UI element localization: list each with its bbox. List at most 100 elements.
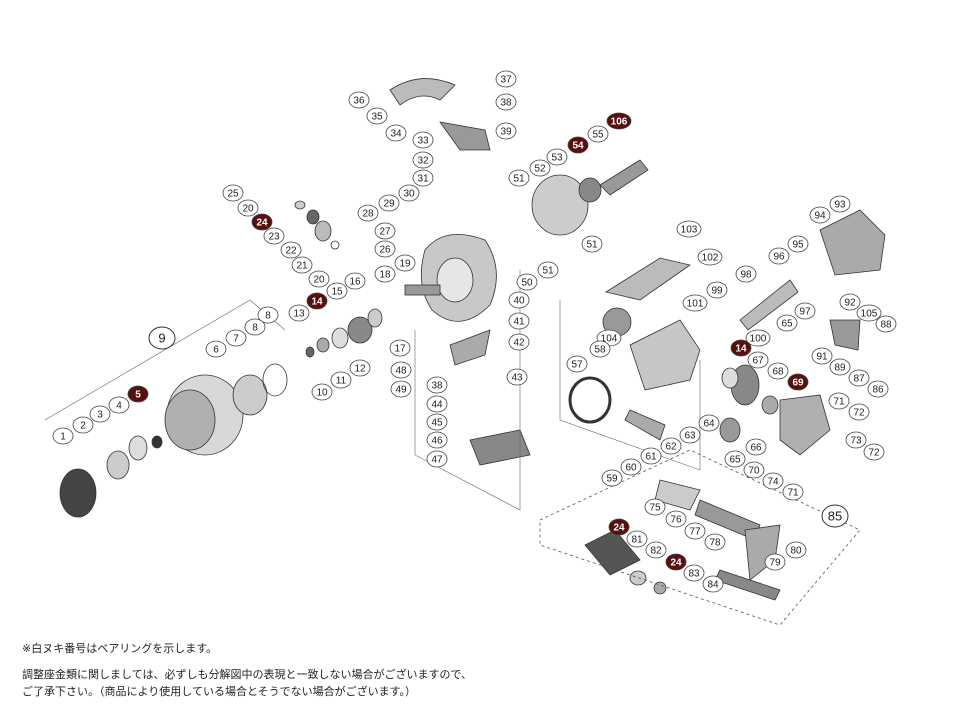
parts-drawing	[59, 78, 886, 601]
label-number: 68	[772, 367, 784, 378]
label-number: 51	[586, 240, 598, 251]
label-bubble	[222, 184, 244, 202]
label-number: 76	[670, 515, 682, 526]
label-number: 78	[709, 538, 721, 549]
drag-knob	[59, 468, 97, 518]
part-label: 36	[348, 91, 370, 109]
label-bubble	[205, 340, 227, 358]
label-bubble	[644, 498, 666, 516]
label-number: 100	[750, 334, 767, 345]
label-bubble	[676, 220, 702, 238]
label-bubble	[829, 195, 851, 213]
part-label: 2	[72, 416, 94, 434]
part-label: 51	[508, 169, 530, 187]
label-bubble	[785, 541, 807, 559]
part-label: 51	[581, 235, 603, 253]
label-bubble	[665, 553, 687, 571]
label-bubble	[508, 312, 530, 330]
label-bubble	[426, 450, 448, 468]
part-label: 28	[357, 204, 379, 222]
label-bubble	[280, 241, 302, 259]
label-number: 4	[116, 401, 122, 412]
label-number: 39	[500, 127, 512, 138]
label-bubble	[244, 318, 266, 336]
bail-arm	[389, 78, 456, 106]
label-bubble	[829, 358, 851, 376]
bearing-part-label: 5	[127, 385, 149, 403]
label-number: 80	[790, 546, 802, 557]
label-number: 94	[814, 211, 826, 222]
part-label: 26	[374, 240, 396, 258]
part-label: 51	[537, 261, 559, 279]
shim-note-line2: ご了承下さい。（商品により使用している場合とそうでない場合がございます。）	[22, 685, 417, 698]
label-bubble	[706, 281, 728, 299]
part-label: 68	[767, 362, 789, 380]
label-number: 43	[511, 373, 523, 384]
handle	[654, 479, 701, 511]
label-bubble	[767, 362, 789, 380]
label-number: 95	[792, 240, 804, 251]
part-label: 71	[782, 483, 804, 501]
part-label: 41	[508, 312, 530, 330]
reel-body	[629, 319, 701, 391]
part-label: 75	[644, 498, 666, 516]
label-number: 69	[792, 378, 804, 389]
part-label: 80	[785, 541, 807, 559]
label-number: 15	[331, 287, 343, 298]
label-number: 31	[417, 174, 429, 185]
part-label: 3	[89, 405, 111, 423]
label-bubble	[398, 184, 420, 202]
label-number: 42	[513, 338, 525, 349]
part-label: 22	[280, 241, 302, 259]
assembly-number: 85	[828, 509, 842, 524]
part-label: 34	[385, 124, 407, 142]
label-number: 8	[265, 311, 271, 322]
part-label: 67	[747, 351, 769, 369]
assembly-bubble	[148, 326, 176, 350]
label-number: 92	[844, 298, 856, 309]
part-label: 33	[412, 131, 434, 149]
label-bubble	[665, 510, 687, 528]
part-label: 96	[768, 247, 790, 265]
label-number: 91	[816, 352, 828, 363]
label-bubble	[288, 304, 310, 322]
part-label: 58	[589, 340, 611, 358]
label-number: 25	[227, 189, 239, 200]
part-label: 103	[676, 220, 702, 238]
label-bubble	[412, 131, 434, 149]
part-label: 82	[645, 541, 667, 559]
label-bubble	[495, 70, 517, 88]
part-label: 78	[704, 533, 726, 551]
label-number: 99	[711, 286, 723, 297]
label-number: 21	[296, 261, 308, 272]
part-label: 8	[257, 306, 279, 324]
part-label: 7	[225, 329, 247, 347]
label-bubble	[730, 339, 752, 357]
label-number: 71	[833, 397, 845, 408]
label-bubble	[291, 256, 313, 274]
label-number: 71	[787, 488, 799, 499]
label-bubble	[348, 91, 370, 109]
label-number: 72	[868, 448, 880, 459]
label-bubble	[349, 359, 371, 377]
label-bubble	[374, 222, 396, 240]
label-number: 6	[213, 345, 219, 356]
label-number: 74	[767, 477, 779, 488]
label-bubble	[683, 564, 705, 582]
label-number: 14	[735, 344, 747, 355]
label-bubble	[344, 272, 366, 290]
label-bubble	[848, 369, 870, 387]
label-bubble	[660, 437, 682, 455]
label-number: 58	[594, 345, 606, 356]
assembly-labels: 9 85	[148, 326, 849, 528]
label-number: 27	[379, 227, 391, 238]
assembly-number: 9	[158, 331, 165, 346]
part-label: 65	[776, 314, 798, 332]
part-label: 70	[743, 461, 765, 479]
part-label: 50	[516, 273, 538, 291]
label-bubble	[508, 333, 530, 351]
label-bubble	[704, 533, 726, 551]
label-number: 1	[60, 432, 66, 443]
part-label: 92	[839, 293, 861, 311]
part-label: 4	[108, 396, 130, 414]
